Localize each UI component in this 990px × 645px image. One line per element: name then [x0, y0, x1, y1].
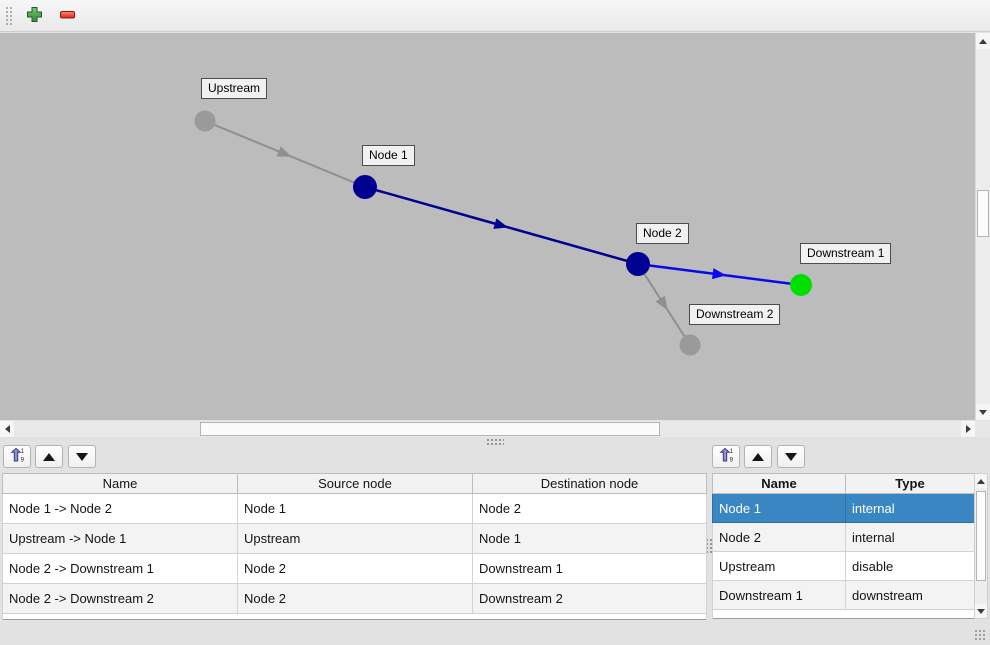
- canvas-vertical-scrollbar[interactable]: [975, 33, 990, 420]
- edges-column-header-name[interactable]: Name: [2, 473, 238, 494]
- add-button[interactable]: [21, 3, 47, 29]
- graph-node[interactable]: [194, 110, 216, 132]
- table-cell[interactable]: Downstream 1: [712, 580, 846, 610]
- graph-node-label: Node 1: [362, 145, 415, 166]
- edges-column-header-source[interactable]: Source node: [237, 473, 473, 494]
- nodes-sort-button[interactable]: 1 9: [712, 445, 740, 468]
- table-cell[interactable]: Downstream 2: [472, 583, 707, 614]
- scroll-down-button[interactable]: [975, 604, 987, 618]
- scroll-down-button[interactable]: [976, 404, 990, 420]
- table-cell[interactable]: Node 2: [237, 583, 473, 614]
- scroll-up-button[interactable]: [976, 33, 990, 49]
- graph-node-label: Node 2: [636, 223, 689, 244]
- minus-icon: [59, 6, 76, 26]
- empty-row: [2, 613, 707, 620]
- table-cell[interactable]: Node 1 -> Node 2: [2, 493, 238, 524]
- horizontal-scroll-thumb[interactable]: [200, 422, 660, 436]
- triangle-up-icon: [977, 478, 985, 484]
- triangle-up-icon: [979, 38, 987, 44]
- graph-edge[interactable]: [364, 185, 639, 266]
- graph-node[interactable]: [626, 252, 650, 276]
- vertical-scroll-thumb[interactable]: [976, 491, 986, 581]
- arrow-down-icon: [76, 452, 88, 461]
- svg-text:1: 1: [730, 449, 734, 455]
- sort-ascending-icon: 1 9: [9, 447, 25, 466]
- scroll-up-button[interactable]: [975, 474, 987, 488]
- scrollbar-corner: [975, 421, 990, 437]
- table-cell[interactable]: Node 1: [237, 493, 473, 524]
- window-resize-grip[interactable]: [974, 629, 987, 642]
- table-cell[interactable]: Downstream 1: [472, 553, 707, 584]
- table-cell[interactable]: Upstream: [712, 551, 846, 581]
- graph-edge[interactable]: [637, 262, 802, 287]
- triangle-right-icon: [965, 425, 971, 433]
- table-cell[interactable]: Node 2: [472, 493, 707, 524]
- nodes-move-down-button[interactable]: [777, 445, 805, 468]
- table-cell[interactable]: internal: [845, 522, 975, 552]
- scroll-left-button[interactable]: [0, 421, 14, 437]
- table-cell[interactable]: Node 2: [237, 553, 473, 584]
- graph-svg: [194, 110, 812, 356]
- edges-move-down-button[interactable]: [68, 445, 96, 468]
- edges-move-up-button[interactable]: [35, 445, 63, 468]
- table-cell[interactable]: Upstream: [237, 523, 473, 554]
- nodes-column-header-type[interactable]: Type: [845, 473, 975, 494]
- graph-node-label: Downstream 1: [800, 243, 892, 264]
- table-cell[interactable]: Node 1: [472, 523, 707, 554]
- svg-text:9: 9: [21, 458, 25, 464]
- nodes-column-header-name[interactable]: Name: [712, 473, 846, 494]
- toolbar-grip[interactable]: [5, 5, 12, 26]
- table-cell[interactable]: Upstream -> Node 1: [2, 523, 238, 554]
- table-cell[interactable]: Node 2 -> Downstream 2: [2, 583, 238, 614]
- table-cell[interactable]: internal: [845, 493, 975, 523]
- triangle-down-icon: [977, 608, 985, 614]
- arrow-down-icon: [785, 452, 797, 461]
- graph-node[interactable]: [353, 175, 377, 199]
- empty-row: [712, 609, 975, 619]
- scroll-right-button[interactable]: [961, 421, 975, 437]
- table-cell[interactable]: downstream: [845, 580, 975, 610]
- svg-text:9: 9: [730, 458, 734, 464]
- remove-button[interactable]: [54, 3, 80, 29]
- svg-text:1: 1: [21, 449, 25, 455]
- table-cell[interactable]: Node 1: [712, 493, 846, 523]
- edges-table: Name Source node Destination node Node 1…: [2, 473, 707, 620]
- vertical-scroll-thumb[interactable]: [977, 190, 989, 237]
- main-toolbar: [0, 0, 990, 32]
- graph-node[interactable]: [790, 274, 812, 296]
- nodes-move-up-button[interactable]: [744, 445, 772, 468]
- sort-ascending-icon: 1 9: [718, 447, 734, 466]
- arrow-up-icon: [752, 452, 764, 461]
- graph-node[interactable]: [679, 334, 701, 356]
- vertical-splitter-handle[interactable]: [705, 538, 712, 554]
- triangle-left-icon: [4, 425, 10, 433]
- graph-edge[interactable]: [637, 263, 691, 346]
- nodes-table-scrollbar[interactable]: [974, 473, 988, 619]
- plus-icon: [26, 6, 43, 26]
- triangle-down-icon: [979, 409, 987, 415]
- graph-node-label: Upstream: [201, 78, 268, 99]
- horizontal-splitter-handle[interactable]: [486, 438, 504, 445]
- table-cell[interactable]: Node 2: [712, 522, 846, 552]
- graph-node-label: Downstream 2: [689, 304, 781, 325]
- canvas-horizontal-scrollbar[interactable]: [0, 421, 975, 437]
- table-cell[interactable]: disable: [845, 551, 975, 581]
- arrow-up-icon: [43, 452, 55, 461]
- graph-edge[interactable]: [204, 120, 366, 188]
- edges-sort-button[interactable]: 1 9: [3, 445, 31, 468]
- table-cell[interactable]: Node 2 -> Downstream 1: [2, 553, 238, 584]
- edges-column-header-destination[interactable]: Destination node: [472, 473, 707, 494]
